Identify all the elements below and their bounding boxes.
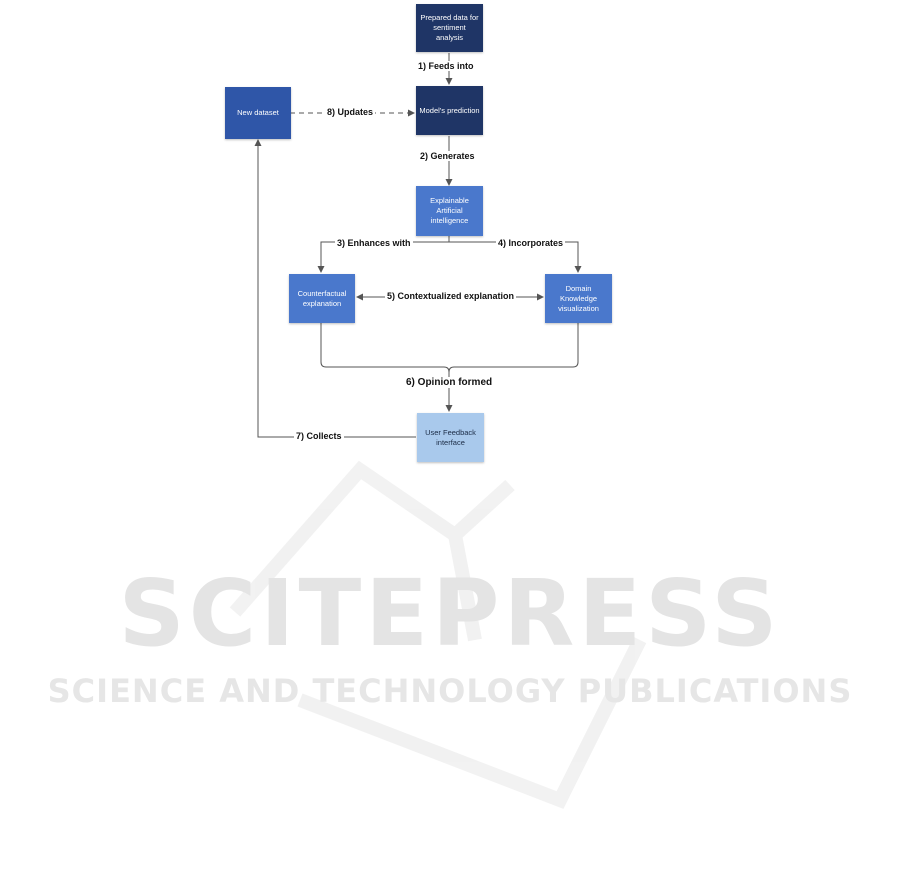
label-generates: 2) Generates <box>418 151 477 161</box>
node-new-dataset: New dataset <box>225 87 291 139</box>
label-feeds-into: 1) Feeds into <box>416 61 476 71</box>
node-prepared-data: Prepared data for sentiment analysis <box>416 4 483 52</box>
edge-opinion-bracket <box>320 323 579 373</box>
node-domain-knowledge: Domain Knowledge visualization <box>545 274 612 323</box>
label-contextualized: 5) Contextualized explanation <box>385 291 517 301</box>
edge-collects <box>254 139 416 438</box>
book-logo-icon <box>229 460 647 809</box>
node-xai: Explainable Artificial intelligence <box>416 186 483 236</box>
label-collects: 7) Collects <box>294 431 344 441</box>
node-user-feedback: User Feedback interface <box>417 413 484 462</box>
node-counterfactual: Counterfactual explanation <box>289 274 355 323</box>
label-updates: 8) Updates <box>325 107 376 117</box>
label-incorporates: 4) Incorporates <box>496 238 566 248</box>
node-model-prediction: Model's prediction <box>416 86 483 135</box>
edge-incorporates <box>449 241 582 273</box>
watermark-tagline: SCIENCE AND TECHNOLOGY PUBLICATIONS <box>48 672 853 710</box>
label-opinion-formed: 6) Opinion formed <box>404 377 495 388</box>
label-enhances-with: 3) Enhances with <box>335 238 413 248</box>
watermark-brand: SCITEPRESS <box>118 560 781 667</box>
